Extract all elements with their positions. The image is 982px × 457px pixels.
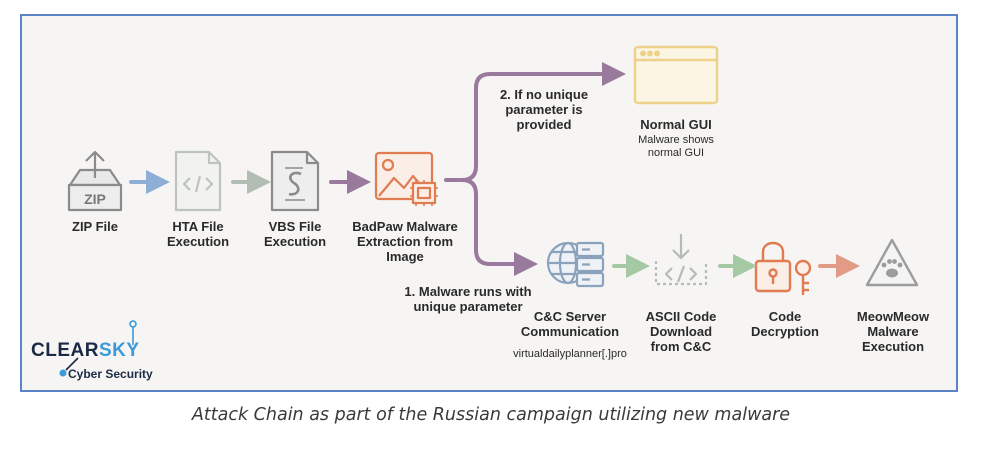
paw-warning-icon: [865, 238, 919, 287]
code-download-icon: [654, 234, 708, 286]
clearsky-brand-name: CLEARSKY: [31, 340, 140, 361]
zip-archive-icon: ZIP: [67, 150, 123, 212]
zip-file-label: ZIP File: [72, 219, 118, 234]
cnc-domain-label: virtualdailyplanner[.]pro: [513, 348, 627, 360]
image-chip-icon: [374, 151, 438, 206]
code-file-icon: [174, 150, 222, 212]
flow-arrows: [129, 62, 860, 278]
figure-caption: Attack Chain as part of the Russian camp…: [191, 405, 791, 425]
script-file-icon: [270, 150, 320, 212]
globe-server-icon: [546, 241, 605, 288]
clearsky-tagline: Cyber Security: [68, 367, 153, 381]
arrow-branch-to-cnc: [460, 178, 538, 276]
clearsky-logo-icon: [59, 320, 137, 377]
browser-window-icon: [633, 45, 719, 105]
svg-text:ZIP: ZIP: [84, 191, 106, 207]
padlock-key-icon: [754, 241, 812, 295]
normal-gui-label: Normal GUI: [640, 117, 712, 132]
